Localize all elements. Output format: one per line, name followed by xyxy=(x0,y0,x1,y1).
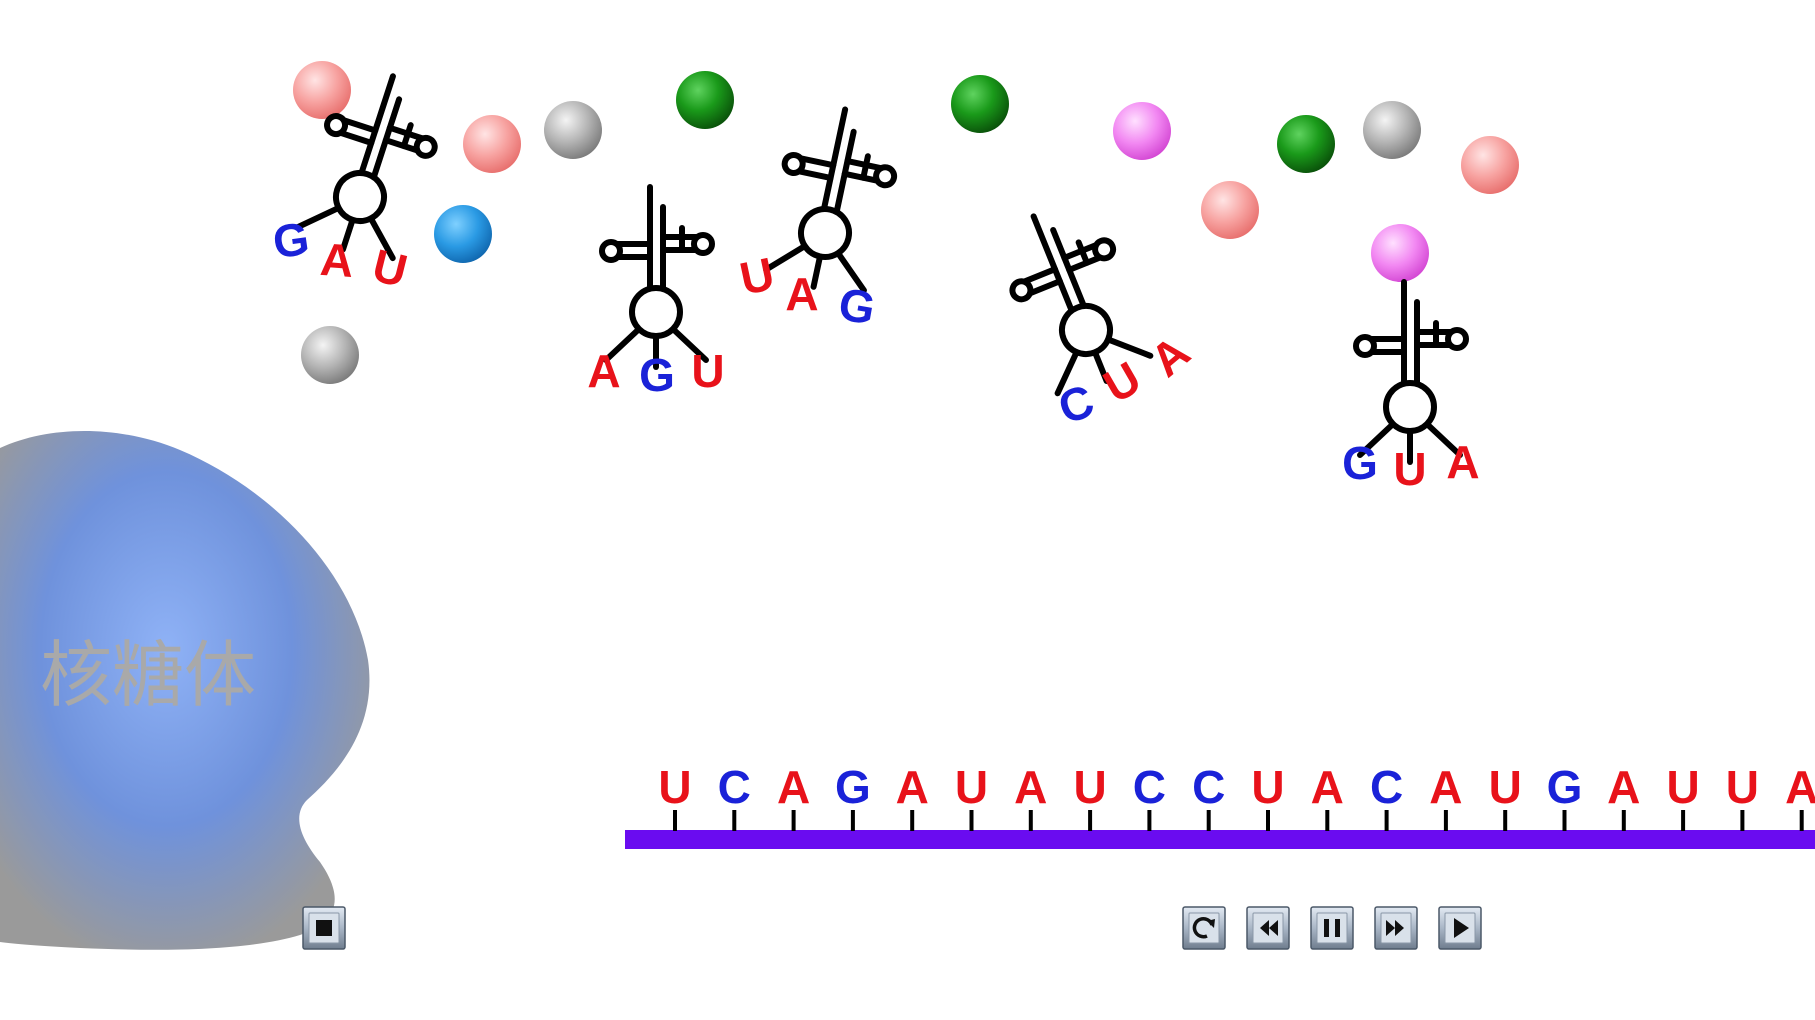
anticodon-base: G xyxy=(835,277,879,334)
mrna-base: C xyxy=(718,761,751,813)
amino-acid-pool xyxy=(293,61,1519,384)
rewind-icon xyxy=(1260,920,1278,936)
pause-icon xyxy=(1324,919,1340,937)
mrna-base: A xyxy=(1785,761,1815,813)
anticodon-base: U xyxy=(368,239,413,297)
amino-acid-green xyxy=(951,75,1009,133)
amino-acid-magenta xyxy=(1371,224,1429,282)
anticodon-base: A xyxy=(587,345,620,397)
mrna-base: C xyxy=(1192,761,1225,813)
anticodon-base: U xyxy=(1095,351,1150,413)
anticodon-base: A xyxy=(319,233,356,287)
amino-acid-green xyxy=(676,71,734,129)
amino-acid-gray xyxy=(301,326,359,384)
mrna-backbone xyxy=(625,830,1815,849)
amino-acid-gray xyxy=(1363,101,1421,159)
anticodon-base: U xyxy=(691,345,724,397)
mrna-base: A xyxy=(1607,761,1640,813)
anticodon-base: U xyxy=(1393,443,1426,495)
trna-cloverleaf xyxy=(1353,279,1469,465)
mrna-base: G xyxy=(835,761,871,813)
mrna-base: A xyxy=(777,761,810,813)
mrna-base: U xyxy=(658,761,691,813)
mrna-base: C xyxy=(1133,761,1166,813)
mrna-base: U xyxy=(1489,761,1522,813)
mrna-base: A xyxy=(896,761,929,813)
playback-controls xyxy=(302,906,1482,950)
amino-acid-blue xyxy=(434,205,492,263)
anticodon-base: A xyxy=(785,268,818,320)
amino-acid-gray xyxy=(544,101,602,159)
anticodon-base: U xyxy=(735,247,778,305)
ribosome: 核糖体 xyxy=(0,430,370,950)
amino-acid-green xyxy=(1277,115,1335,173)
button-inset xyxy=(1316,912,1348,944)
ribosome-body xyxy=(0,430,370,950)
mrna-base: U xyxy=(1251,761,1284,813)
mrna-base: U xyxy=(1073,761,1106,813)
play-icon xyxy=(1454,918,1469,938)
anticodon-base: G xyxy=(270,212,313,268)
trna-cloverleaf xyxy=(763,106,898,294)
amino-acid-magenta xyxy=(1113,102,1171,160)
trna-cua: CUA xyxy=(1009,213,1200,434)
anticodon-base: A xyxy=(1141,325,1200,386)
trna-cloverleaf xyxy=(294,73,438,262)
trna-cloverleaf xyxy=(599,184,715,370)
mrna-base: U xyxy=(955,761,988,813)
anticodon-base: G xyxy=(1342,437,1378,489)
stop-icon xyxy=(316,920,332,936)
anticodon-base: C xyxy=(1051,374,1100,434)
mrna-base: C xyxy=(1370,761,1403,813)
mrna-base: A xyxy=(1429,761,1462,813)
play-button[interactable] xyxy=(1438,906,1482,950)
mrna-base: A xyxy=(1014,761,1047,813)
replay-button[interactable] xyxy=(1182,906,1226,950)
anticodon-base: A xyxy=(1446,436,1479,488)
fast-forward-button[interactable] xyxy=(1374,906,1418,950)
amino-acid-pink xyxy=(1201,181,1259,239)
amino-acid-pink xyxy=(1461,136,1519,194)
stop-button[interactable] xyxy=(302,906,346,950)
replay-icon xyxy=(1192,917,1215,939)
ribosome-label: 核糖体 xyxy=(40,633,256,717)
anticodon-base: G xyxy=(639,349,675,401)
amino-acid-pink xyxy=(293,61,351,119)
trna-cloverleaf xyxy=(1009,213,1154,397)
mrna-base: A xyxy=(1311,761,1344,813)
rewind-button[interactable] xyxy=(1246,906,1290,950)
pause-button[interactable] xyxy=(1310,906,1354,950)
mrna-base: U xyxy=(1666,761,1699,813)
mrna-base: G xyxy=(1547,761,1583,813)
mrna-base: U xyxy=(1726,761,1759,813)
amino-acid-pink xyxy=(463,115,521,173)
fast-forward-icon xyxy=(1386,920,1404,936)
